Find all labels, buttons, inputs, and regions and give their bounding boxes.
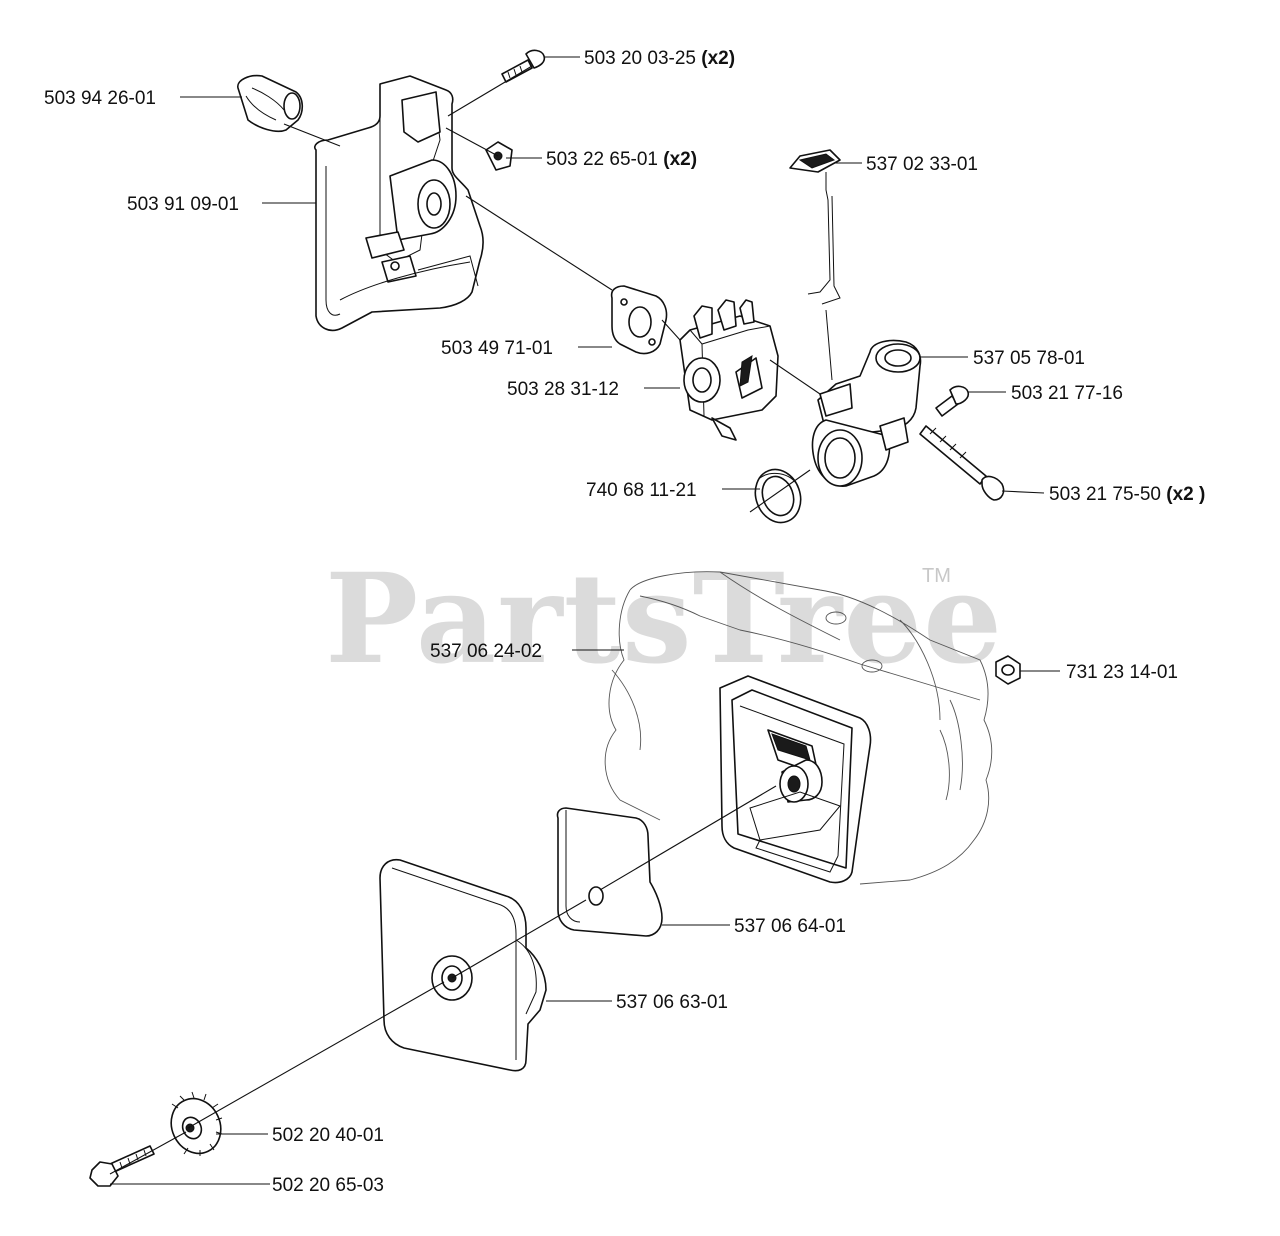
callout-labels: 503 94 26-01 503 20 03-25 (x2) 503 22 65… (44, 48, 1205, 1196)
air-filter-cover-part (379, 858, 547, 1072)
callout-502-20-40-01[interactable]: 502 20 40-01 (272, 1125, 384, 1146)
choke-lever-part (789, 149, 841, 381)
callout-731-23-14-01[interactable]: 731 23 14-01 (1066, 662, 1178, 683)
carburetor-part (679, 299, 779, 441)
callout-503-49-71-01[interactable]: 503 49 71-01 (441, 338, 553, 359)
callout-503-20-03-25[interactable]: 503 20 03-25 (x2) (584, 48, 735, 69)
intake-boot-part (237, 74, 304, 133)
callout-503-28-31-12[interactable]: 503 28 31-12 (507, 379, 619, 400)
air-filter-base-part (313, 75, 484, 332)
callout-537-06-64-01[interactable]: 537 06 64-01 (734, 916, 846, 937)
callout-537-05-78-01[interactable]: 537 05 78-01 (973, 348, 1085, 369)
callout-502-20-65-03[interactable]: 502 20 65-03 (272, 1175, 384, 1196)
callout-503-22-65-01[interactable]: 503 22 65-01 (x2) (546, 149, 697, 170)
callout-740-68-11-21[interactable]: 740 68 11-21 (586, 480, 697, 501)
callout-503-91-09-01[interactable]: 503 91 09-01 (127, 194, 239, 215)
qty-label: (x2) (663, 149, 697, 170)
callout-537-06-63-01[interactable]: 537 06 63-01 (616, 992, 728, 1013)
callout-503-21-77-16[interactable]: 503 21 77-16 (1011, 383, 1123, 404)
watermark-brand: PartsTree (325, 547, 1003, 692)
callout-537-06-24-02[interactable]: 537 06 24-02 (430, 641, 542, 662)
gasket-part (610, 285, 668, 355)
clip-part (485, 141, 513, 171)
qty-label: (x2 ) (1166, 484, 1205, 505)
screw-part (501, 49, 546, 83)
knob-part (170, 1091, 223, 1156)
watermark-trademark: TM (922, 565, 951, 587)
long-bolt-part (919, 425, 1005, 501)
knob-bolt-part (89, 1145, 155, 1187)
seal-ring-part (754, 468, 802, 524)
qty-label: (x2) (701, 48, 735, 69)
short-screw-part (935, 385, 970, 417)
leader-lines (109, 56, 1060, 1185)
hex-nut-part (995, 655, 1021, 685)
callout-537-02-33-01[interactable]: 537 02 33-01 (866, 154, 978, 175)
callout-503-94-26-01[interactable]: 503 94 26-01 (44, 88, 156, 109)
callout-503-21-75-50[interactable]: 503 21 75-50 (x2 ) (1049, 484, 1205, 505)
engine-cylinder-part (604, 571, 993, 885)
air-filter-element-part (556, 807, 663, 937)
intake-adapter-part (811, 339, 922, 487)
